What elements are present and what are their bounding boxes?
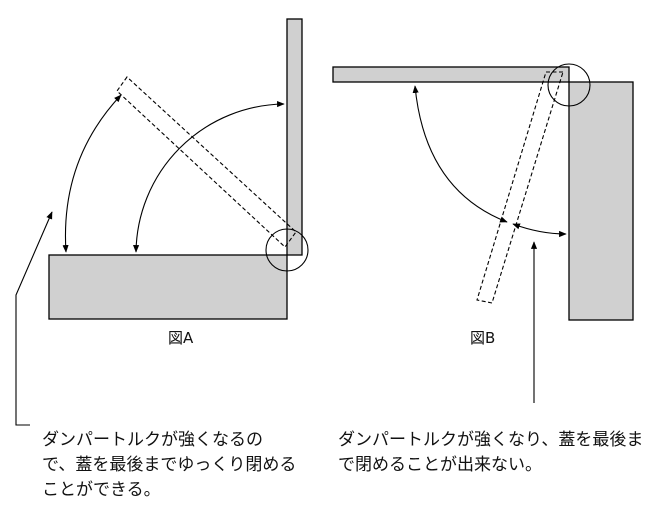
figure-b-small-arc-arrow [512, 223, 567, 238]
figure-b-dashed-lid [476, 71, 564, 304]
figure-a-dashed-lid [116, 76, 297, 248]
figure-a-caption-line: ダンパートルクが強くなるの [42, 430, 263, 450]
figure-a-leader-line [15, 211, 53, 426]
figure-b: 図B [332, 63, 634, 403]
figure-b-label: 図B [470, 329, 495, 347]
figure-a-caption-line: ことができる。 [42, 480, 161, 500]
figure-b-tall-box [568, 81, 634, 321]
figure-a-open-lid [286, 18, 303, 256]
figure-a-large-arc-arrow [133, 101, 285, 253]
figure-a-base-box [48, 254, 288, 320]
figure-b-caption-line: で閉めることが出来ない。 [338, 455, 542, 475]
figure-b-caption-line: ダンパートルクが強くなり、蓋を最後ま [338, 430, 644, 450]
figure-a-small-arc-arrow [62, 94, 122, 253]
figure-a-label: 図A [168, 329, 194, 347]
figure-a-caption: ダンパートルクが強くなるの で、蓋を最後までゆっくり閉める ことができる。 [42, 428, 310, 503]
figure-a: 図A [15, 18, 309, 426]
figure-a-caption-line: で、蓋を最後までゆっくり閉める [42, 455, 297, 475]
figure-b-hinge-circle [547, 63, 591, 107]
figure-b-open-lid [332, 66, 570, 83]
figure-b-caption: ダンパートルクが強くなり、蓋を最後ま で閉めることが出来ない。 [338, 428, 668, 478]
figure-b-large-arc-arrow [412, 85, 508, 223]
